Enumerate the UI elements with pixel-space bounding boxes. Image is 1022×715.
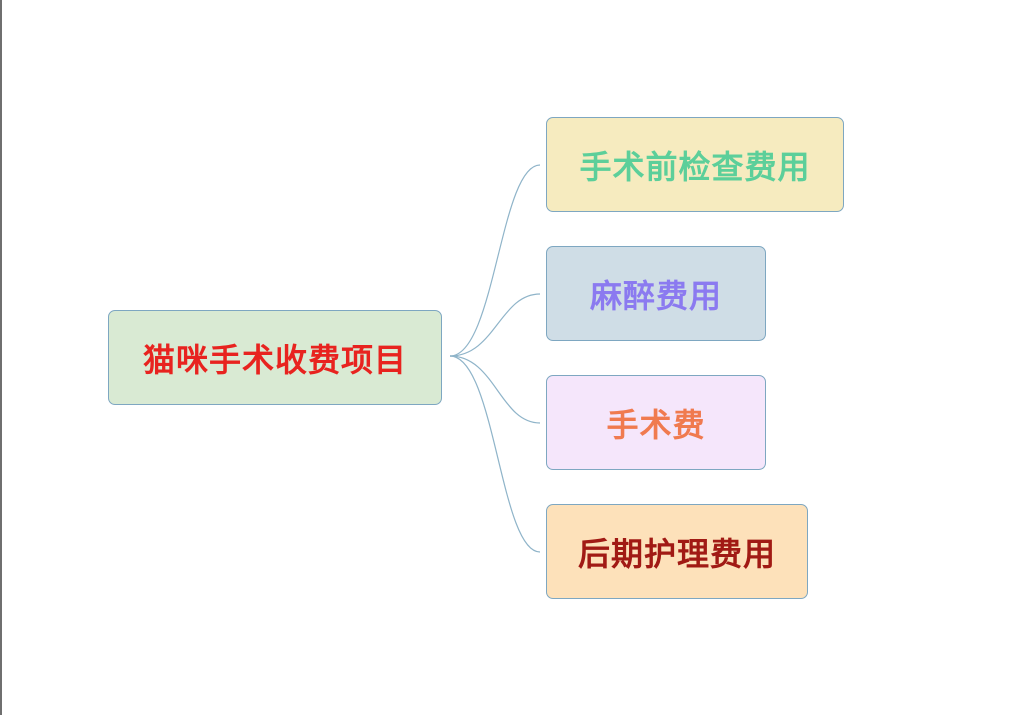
root-node-label: 猫咪手术收费项目 xyxy=(142,340,407,379)
child-node-postop-care[interactable]: 后期护理费用 xyxy=(546,504,808,599)
connector-to-child-3 xyxy=(449,355,541,424)
child-node-label: 手术前检查费用 xyxy=(579,147,811,186)
connector-to-child-4 xyxy=(449,355,541,553)
child-node-anesthesia[interactable]: 麻醉费用 xyxy=(546,246,766,341)
root-node[interactable]: 猫咪手术收费项目 xyxy=(108,310,442,405)
connector-to-child-2 xyxy=(449,293,541,357)
page-left-border xyxy=(0,0,2,715)
child-node-preop-exam[interactable]: 手术前检查费用 xyxy=(546,117,844,212)
child-node-label: 后期护理费用 xyxy=(577,534,776,573)
child-node-label: 手术费 xyxy=(606,405,706,444)
connector-to-child-1 xyxy=(449,164,541,357)
child-node-surgery[interactable]: 手术费 xyxy=(546,375,766,470)
child-node-label: 麻醉费用 xyxy=(589,276,722,315)
